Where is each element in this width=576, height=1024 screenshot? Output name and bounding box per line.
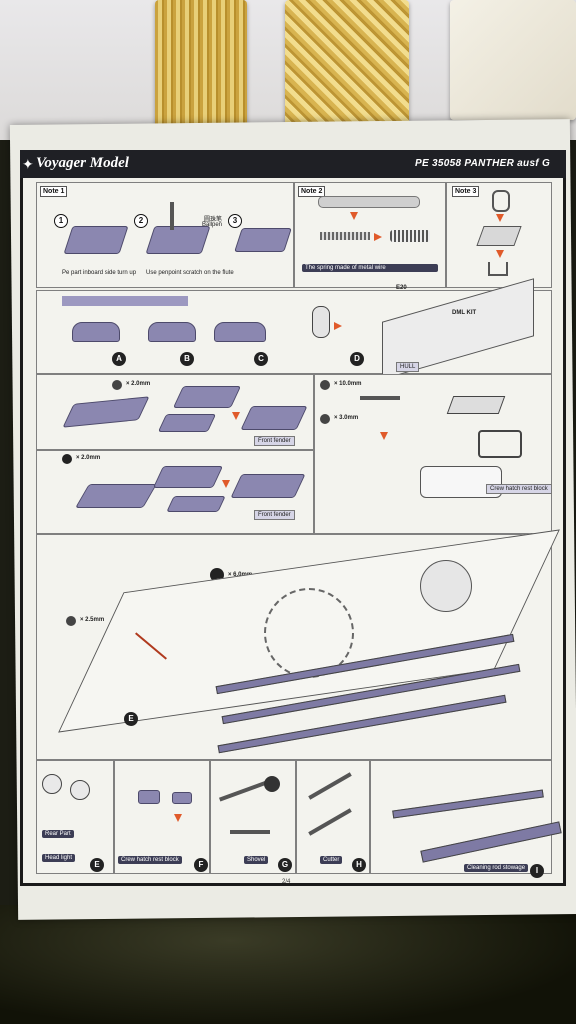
note3-bent-part <box>488 262 508 276</box>
step-d-badge: D <box>350 352 364 366</box>
drill-25mm-label: × 2.5mm <box>80 617 105 623</box>
arrow-down-icon <box>174 814 182 822</box>
note1-step-1: 1 <box>54 214 68 228</box>
step-c-badge: C <box>254 352 268 366</box>
note2-caption: The spring made of metal wire <box>302 264 438 272</box>
drill-10mm-label: × 10.0mm <box>334 381 362 387</box>
front-fender-label-bottom: Front fender <box>254 510 295 520</box>
brand-name: Voyager Model <box>36 155 129 171</box>
drill-2mm-label-top: × 2.0mm <box>126 381 151 387</box>
detail-caption: Crew hatch rest block <box>486 484 552 494</box>
note1-step-3: 3 <box>228 214 242 228</box>
engine-grille <box>420 560 472 612</box>
bracket-c <box>214 322 266 342</box>
drill-3mm-label: × 3.0mm <box>334 415 359 421</box>
step-i-badge: I <box>530 864 544 878</box>
shovel-panel <box>210 760 296 874</box>
detail-panel-right <box>314 374 552 534</box>
latch-part <box>312 306 330 338</box>
head-light-lens <box>70 780 90 800</box>
wire-rod <box>318 196 420 208</box>
ballpen-label: Ballpen <box>202 222 223 228</box>
drill-icon <box>62 454 72 464</box>
drill-icon <box>320 414 330 424</box>
step-a-badge: A <box>112 352 126 366</box>
spring-coil <box>320 232 370 240</box>
front-fender-bottom-left <box>75 484 157 508</box>
bracket-b <box>148 322 196 342</box>
note1-fender-3 <box>234 228 292 252</box>
step-g-badge: G <box>278 858 292 872</box>
step-e-badge: E <box>90 858 104 872</box>
arrow-down-icon <box>496 250 504 258</box>
bracket-a <box>72 322 120 342</box>
sheet-header <box>20 150 566 178</box>
spring-finished <box>390 230 430 242</box>
note3-tag: Note 3 <box>452 186 480 197</box>
shovel-label: Shovel <box>244 856 269 864</box>
arrow-right-icon <box>334 322 342 330</box>
table-surface <box>0 905 576 1024</box>
rod-part <box>360 396 400 400</box>
step-f-badge: F <box>194 858 208 872</box>
note3-clip <box>492 190 510 212</box>
arrow-down-icon <box>380 432 388 440</box>
cleaning-rod-label: Cleaning rod stowage <box>464 864 529 872</box>
front-fender-bottom-right <box>230 474 306 498</box>
arrow-right-icon <box>374 233 382 241</box>
drill-icon <box>66 616 76 626</box>
shovel-blade <box>264 776 280 792</box>
step-h-badge: H <box>352 858 366 872</box>
shovel-handle-2 <box>230 830 270 834</box>
note1-caption-1: Pe part inboard side turn up <box>62 270 137 276</box>
ballpen-icon <box>170 202 174 230</box>
photo-etch-fret-center <box>285 0 409 128</box>
hull-label: HULL <box>396 362 420 372</box>
bracket-frame <box>446 396 506 414</box>
ballpen-cn-label: 圆珠笔 <box>204 217 223 223</box>
front-fender-bottom-low <box>166 496 226 512</box>
step-b-badge: B <box>180 352 194 366</box>
arrow-down-icon <box>222 480 230 488</box>
page-number: 2/4 <box>282 879 291 885</box>
note2-tag: Note 2 <box>298 186 326 197</box>
hatch-block <box>138 790 160 804</box>
photo-etch-fret-left <box>155 0 247 128</box>
section-title-bar <box>62 296 188 306</box>
e20-label: E20 <box>396 285 407 291</box>
arrow-down-icon <box>350 212 358 220</box>
step-e-marker: E <box>124 712 138 726</box>
arrow-down-icon <box>496 214 504 222</box>
photo-etch-fret-right <box>450 0 576 120</box>
crew-hatch-label: Crew hatch rest block <box>118 856 182 864</box>
note1-fender-2 <box>145 226 211 254</box>
rear-part-label: Rear Part <box>42 830 74 838</box>
drill-icon <box>320 380 330 390</box>
front-fender-top-low <box>157 414 217 432</box>
crew-hatch-panel <box>114 760 210 874</box>
note1-tag: Note 1 <box>40 186 68 197</box>
product-code: PE 35058 PANTHER ausf G <box>415 158 551 169</box>
clamp-part <box>478 430 522 458</box>
brand-star-icon: ✦ <box>22 156 34 172</box>
front-fender-label-top: Front fender <box>254 436 295 446</box>
arrow-down-icon <box>232 412 240 420</box>
note3-plate <box>476 226 522 246</box>
note1-caption-2: Use penpoint scratch on the flute <box>146 270 234 276</box>
head-light-lens <box>42 774 62 794</box>
note1-step-2: 2 <box>134 214 148 228</box>
cutter-label: Cutter <box>320 856 343 864</box>
drill-2mm-label-bottom: × 2.0mm <box>76 455 101 461</box>
note1-fender-1 <box>63 226 129 254</box>
front-fender-top-right <box>240 406 308 430</box>
front-fender-bottom-mid <box>152 466 224 488</box>
dml-kit-label: DML KIT <box>452 310 477 316</box>
drill-icon <box>112 380 122 390</box>
hatch-block <box>172 792 192 804</box>
head-light-label: Head light <box>42 854 76 862</box>
front-fender-top-mid <box>172 386 242 408</box>
